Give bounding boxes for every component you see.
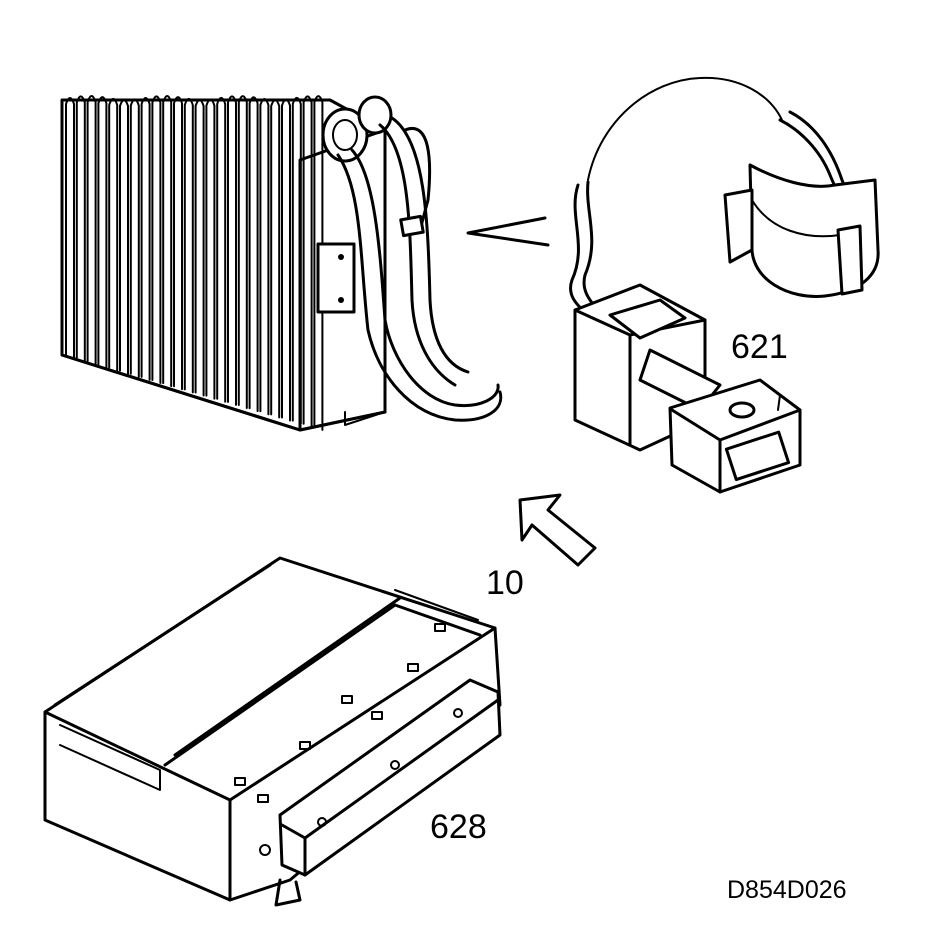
evaporator [60,95,387,432]
view-label-10: 10 [486,564,524,602]
evaporator-fin [183,97,194,394]
evaporator-fin [119,98,129,375]
evaporator-fin [216,96,227,403]
evaporator-fin [291,96,302,425]
evaporator-fin [140,96,151,381]
evaporator-fin [270,98,281,419]
evaporator-fin [248,96,259,413]
temperature-sensor [569,76,880,494]
evaporator-fin [237,95,248,409]
evaporator-fin [108,97,119,372]
evaporator-fin [162,95,173,388]
evaporator-pipes [321,95,503,422]
part-label-628: 628 [430,808,487,846]
sensor-wire [587,76,783,181]
control-unit [43,556,502,907]
evaporator-bracket [316,242,356,314]
evaporator-fin [302,95,313,428]
part-label-621: 621 [731,328,788,366]
evaporator-fin [281,98,291,422]
evaporator-fin [173,96,183,391]
evaporator-fin [194,98,205,397]
evaporator-fin [86,95,97,366]
evaporator-fin [97,96,108,369]
drawing-reference: D854D026 [727,876,847,904]
evaporator-fins [65,95,324,431]
pointer-arrow [466,216,550,247]
evaporator-fin [129,98,140,378]
evaporator-fin [65,97,75,359]
view-arrow [518,493,597,567]
evaporator-fin [259,97,270,416]
evaporator-fin [227,95,237,406]
evaporator-fin [151,95,162,384]
evaporator-fin [205,98,216,400]
evaporator-fin [75,95,86,363]
evaporator-fin [313,95,324,431]
